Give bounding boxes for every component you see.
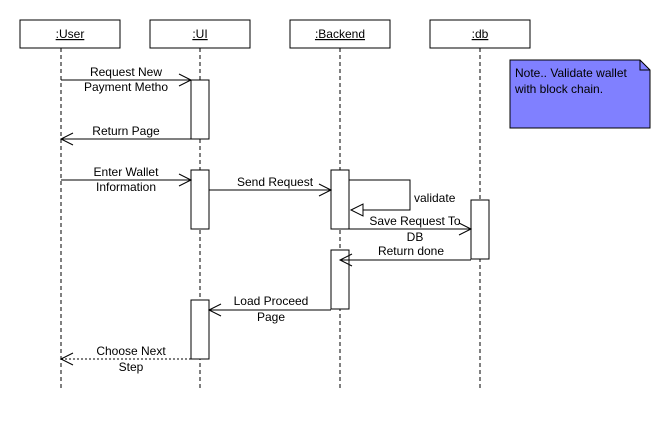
message-label-line: Save Request To [369, 214, 460, 228]
note: Note.. Validate wallet with block chain. [509, 59, 651, 129]
note-text-line: with block chain. [514, 82, 603, 96]
message-label-line: Choose Next [96, 344, 166, 358]
message-label-line: Return Page [92, 124, 160, 138]
db-activation [470, 199, 490, 260]
participant-user[interactable]: :User [19, 19, 121, 49]
ui-activation-3 [190, 299, 210, 360]
participant-db[interactable]: :db [429, 19, 531, 49]
message-load-proceed-page: Load Proceed Page [207, 294, 331, 324]
message-label-line: DB [407, 230, 424, 244]
message-label-line: Information [96, 180, 156, 194]
message-save-request-to-db: Save Request To DB [349, 214, 473, 244]
message-label-line: Step [119, 360, 144, 374]
participant-user-label: :User [56, 27, 85, 41]
participant-ui-label: :UI [192, 27, 207, 41]
message-return-done: Return done [338, 244, 471, 267]
participant-backend[interactable]: :Backend [289, 19, 391, 49]
message-label-line: Load Proceed [234, 294, 309, 308]
participant-backend-label: :Backend [315, 27, 365, 41]
message-label-line: Send Request [237, 175, 314, 189]
note-text-line: Note.. Validate wallet [515, 66, 628, 80]
participant-db-label: :db [472, 27, 489, 41]
ui-activation-1 [190, 79, 210, 140]
message-send-request: Send Request [209, 175, 333, 197]
backend-activation-1 [330, 169, 350, 230]
note-fold [639, 60, 650, 71]
message-label-line: Payment Metho [84, 80, 168, 94]
message-label-line: Enter Wallet [94, 165, 160, 179]
message-choose-next-step: Choose Next Step [59, 344, 191, 374]
message-label-line: validate [414, 191, 456, 205]
participant-ui[interactable]: :UI [149, 19, 251, 49]
message-label-line: Return done [378, 244, 444, 258]
ui-activation-2 [190, 169, 210, 230]
message-return-page: Return Page [59, 124, 191, 146]
backend-activation-2 [330, 249, 350, 310]
note-shape [509, 59, 651, 129]
message-validate: validate [349, 179, 456, 217]
message-label-line: Request New [90, 65, 162, 79]
message-request-new-payment: Request New Payment Metho [61, 65, 193, 94]
message-label-line: Page [257, 310, 285, 324]
message-enter-wallet-information: Enter Wallet Information [61, 165, 193, 194]
